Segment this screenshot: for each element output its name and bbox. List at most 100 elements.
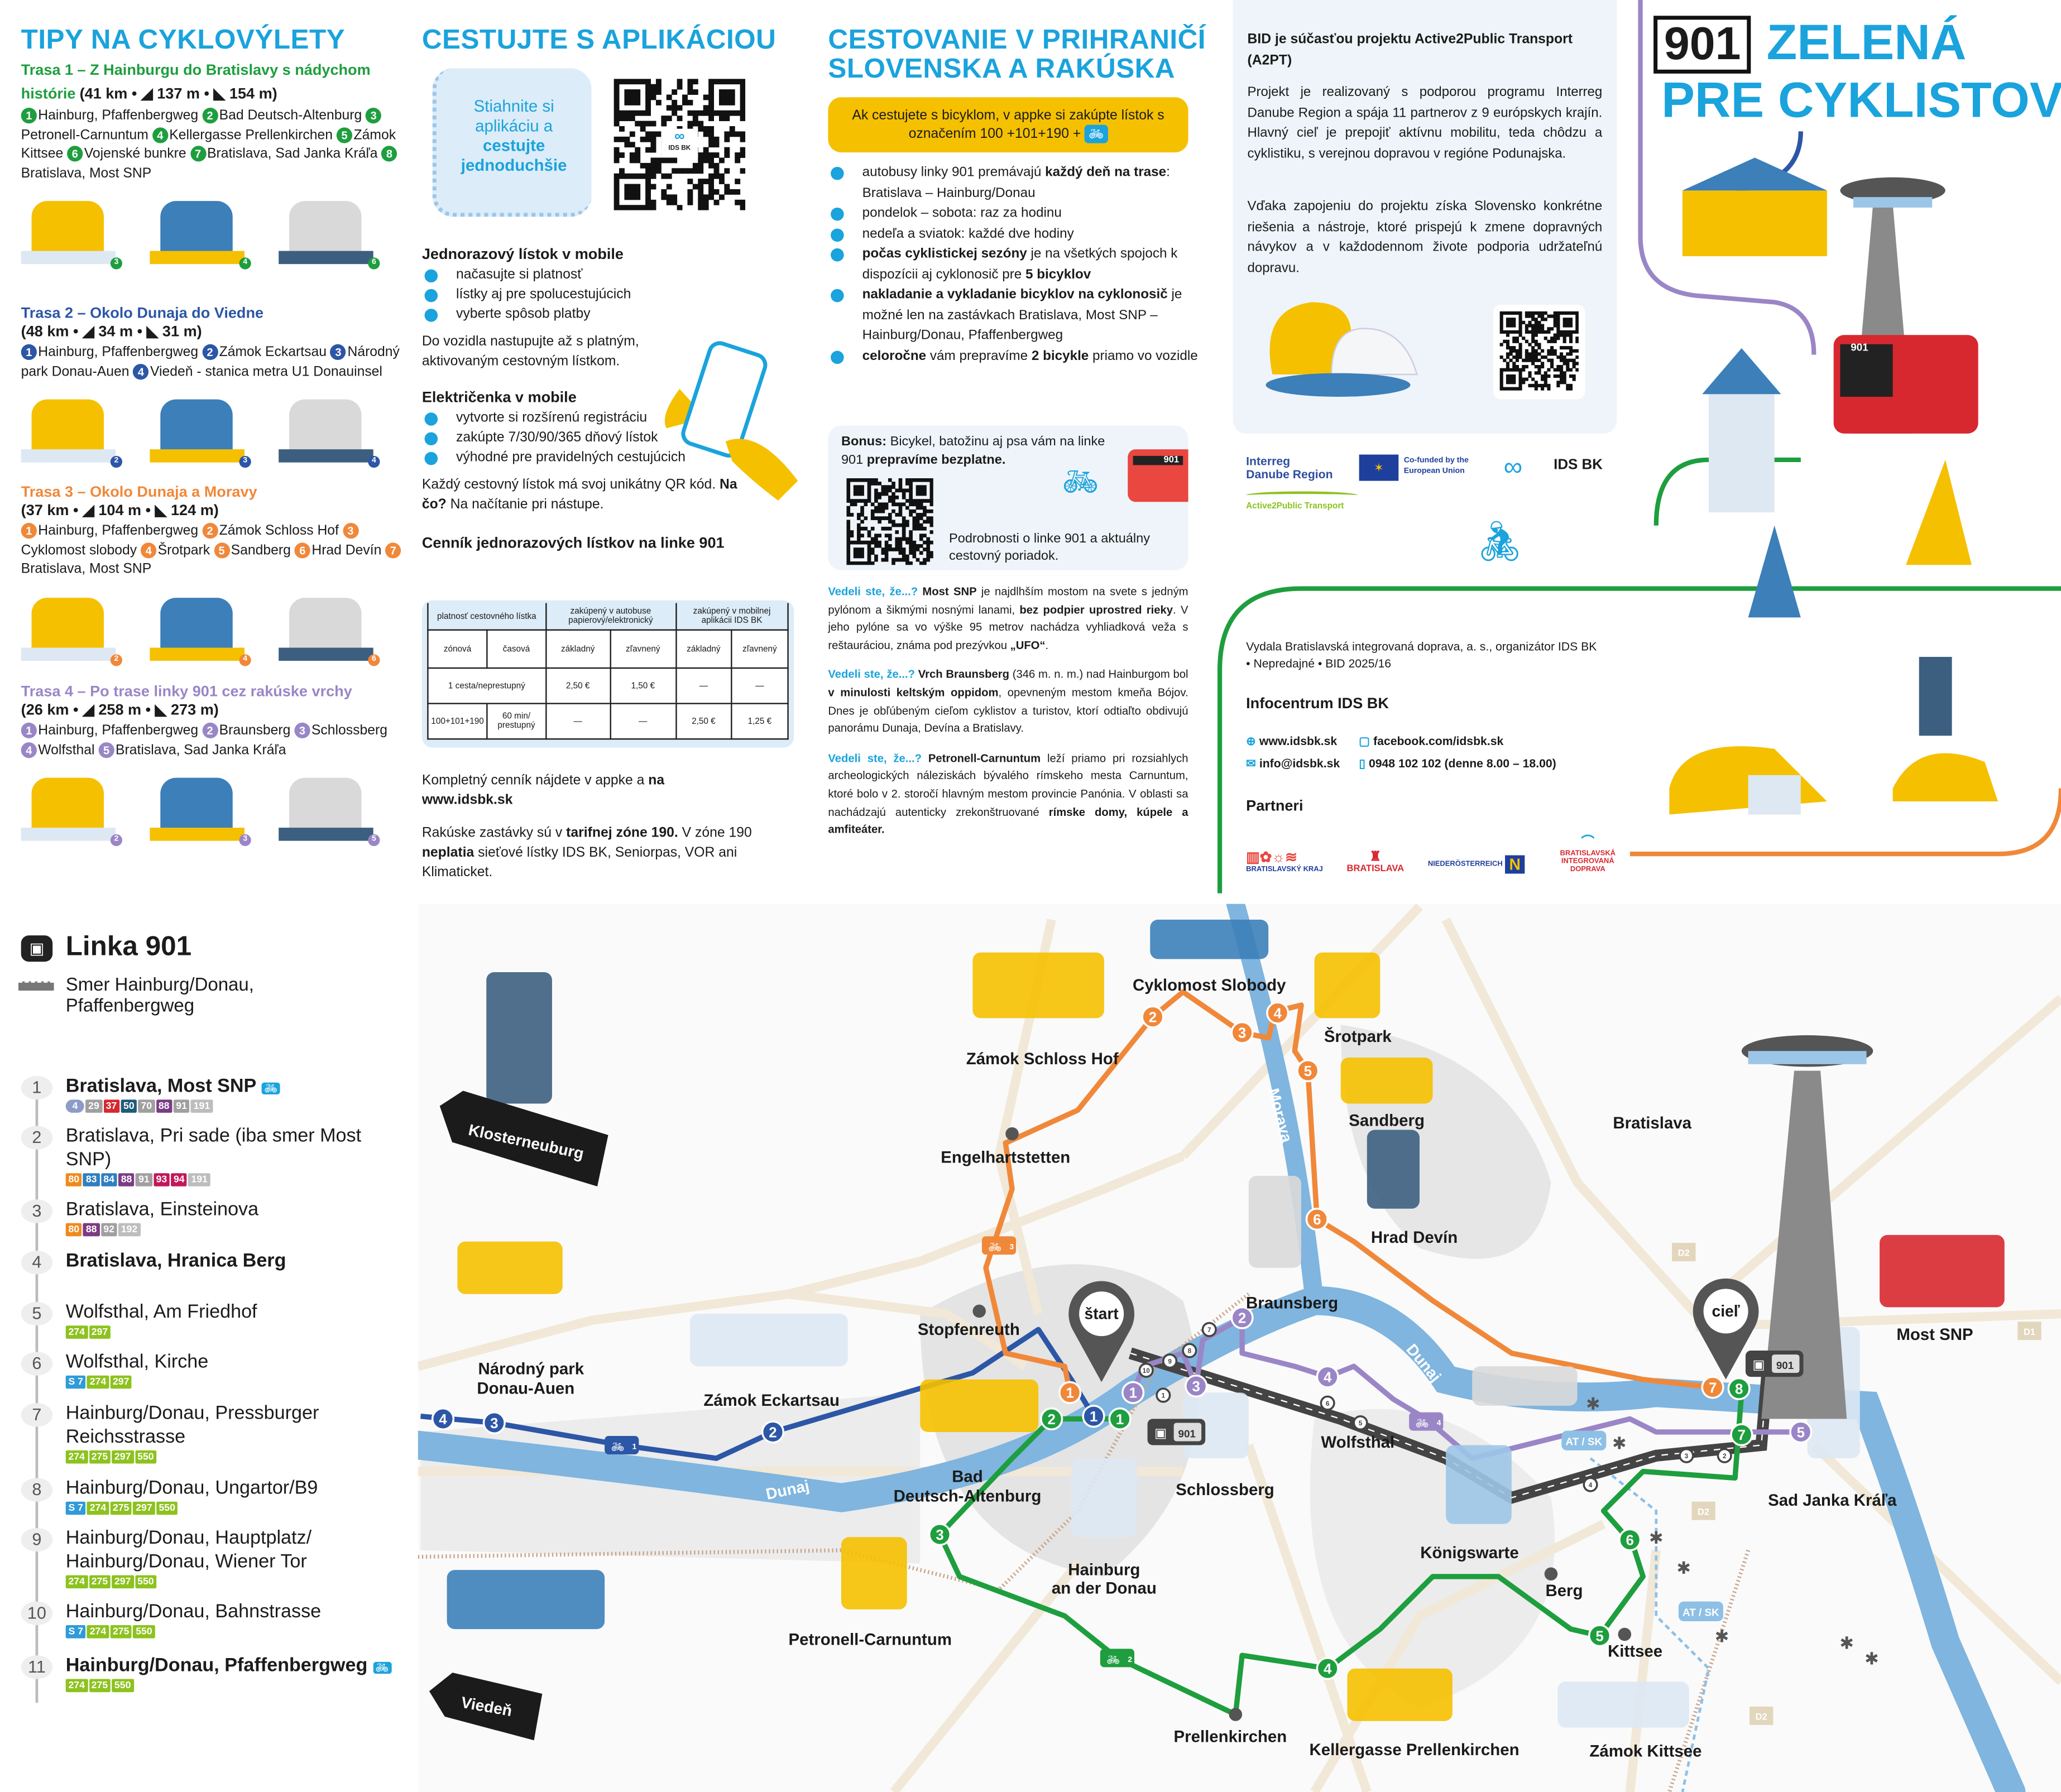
facebook-link[interactable]: facebook.com/idsbk.sk	[1373, 734, 1504, 748]
line-badge: 550	[135, 1450, 157, 1464]
place-label[interactable]: Petronell-Carnuntum	[789, 1630, 952, 1649]
phone-number[interactable]: 0948 102 102 (denne 8.00 – 18.00)	[1368, 756, 1556, 770]
bunker-pin-icon: ✱	[1586, 1395, 1600, 1414]
stop-item[interactable]: Bratislava, Hranica Berg	[66, 1250, 408, 1275]
place-label[interactable]: Schlossberg	[1176, 1481, 1274, 1499]
place-label[interactable]: Wolfsthal	[1321, 1433, 1394, 1452]
place-label[interactable]: an der Donau	[1052, 1579, 1157, 1598]
road	[1810, 1442, 2061, 1685]
qr-logo-text: IDS BK	[668, 144, 691, 153]
bike-route-4[interactable]	[1130, 1315, 1801, 1461]
tip-route-3: Trasa 3 – Okolo Dunaja a Moravy(37 km • …	[21, 483, 405, 668]
place-label[interactable]: Königswarte	[1420, 1544, 1518, 1562]
line-badge: 84	[100, 1173, 117, 1186]
email-link[interactable]: info@idsbk.sk	[1259, 756, 1340, 770]
interreg-text: Interreg	[1246, 454, 1291, 468]
place-label[interactable]: Cyklomost Slobody	[1133, 976, 1286, 995]
text: , opevneným mestom kmeňa Bójov. Dnes je …	[828, 685, 1188, 735]
place-label[interactable]: Donau-Auen	[477, 1380, 574, 1398]
boarding-note: Do vozidla nastupujte až s platným, akti…	[421, 333, 639, 369]
border-crossing-label: AT / SK	[1561, 1430, 1607, 1450]
bonus-box: Bonus: Bicykel, batožinu aj psa vám na l…	[828, 425, 1188, 570]
line-badge: 92	[100, 1223, 117, 1237]
full-price-link[interactable]: Kompletný cenník nájdete v appke a na ww…	[422, 771, 698, 811]
route-marker: 2	[761, 1420, 785, 1444]
place-label[interactable]: Prellenkirchen	[1174, 1728, 1287, 1746]
table-cell: —	[545, 703, 611, 740]
place-label[interactable]: Bratislava	[1613, 1114, 1691, 1132]
line-badge: 80	[65, 1173, 82, 1186]
website-link[interactable]: www.idsbk.sk	[1259, 734, 1338, 748]
place-label[interactable]: Sandberg	[1349, 1111, 1425, 1130]
place-label[interactable]: Bad	[952, 1467, 983, 1486]
stop-item[interactable]: Bratislava, Pri sade (iba smer Most SNP)…	[65, 1125, 408, 1186]
place-label[interactable]: Šrotpark	[1324, 1027, 1392, 1046]
place-label[interactable]: Berg	[1545, 1582, 1583, 1600]
route-marker: 4	[1316, 1365, 1339, 1389]
place-label[interactable]: Sad Janka Kráľa	[1768, 1491, 1897, 1510]
route-marker: 1	[1082, 1405, 1105, 1428]
place-label[interactable]: Kellergasse Prellenkirchen	[1310, 1741, 1520, 1759]
line-badge: 297	[88, 1325, 111, 1339]
town-dot	[972, 1304, 986, 1318]
table-cell: 1,50 €	[609, 667, 677, 704]
stop-number: 2	[21, 1126, 53, 1150]
place-label[interactable]: Hainburg	[1068, 1561, 1140, 1579]
stop-name: Bratislava, Most SNP	[65, 1076, 257, 1097]
place-label[interactable]: Zámok Eckartsau	[703, 1391, 840, 1410]
line-badge: 94	[171, 1173, 188, 1186]
place-label[interactable]: Engelhartstetten	[941, 1148, 1070, 1166]
bike-route-sign: 🚲︎3	[981, 1236, 1017, 1255]
illustration-number-badge: 6	[368, 257, 380, 270]
project-qr-code[interactable]	[1493, 305, 1585, 400]
place-label[interactable]: Stopfenreuth	[918, 1320, 1020, 1339]
route-title: Trasa 2 – Okolo Dunaja do Viedne	[21, 306, 264, 322]
bonus-qr-code[interactable]	[846, 478, 933, 565]
line-badge: 275	[110, 1501, 132, 1515]
place-label[interactable]: Národný park	[478, 1359, 584, 1378]
bold-text: Petronell-Carnuntum	[922, 751, 1041, 765]
line-badge: 37	[103, 1099, 119, 1113]
place-label[interactable]: Braunsberg	[1246, 1294, 1338, 1313]
bike-route-1[interactable]	[937, 1392, 1744, 1717]
stop-number-badge: 2	[202, 722, 218, 739]
route-marker-label: 3	[490, 1416, 498, 1431]
route-marker: 4	[1316, 1657, 1339, 1680]
place-label[interactable]: Zámok Kittsee	[1589, 1742, 1701, 1760]
landmark-illustration	[1472, 1366, 1578, 1406]
place-label[interactable]: Deutsch-Altenburg	[894, 1487, 1042, 1506]
line-badge: 70	[138, 1099, 155, 1113]
text: V zóne 190	[678, 825, 752, 841]
place-label[interactable]: Zámok Schloss Hof	[966, 1050, 1119, 1068]
start-pin[interactable]: štart	[1068, 1281, 1135, 1382]
line-badge: 274	[65, 1679, 88, 1693]
place-label[interactable]: Most SNP	[1896, 1325, 1973, 1344]
route-marker-label: 2	[1047, 1412, 1055, 1428]
route-marker-label: 2	[1723, 1453, 1727, 1460]
stop-item[interactable]: Hainburg/Donau, Pressburger Reichsstrass…	[65, 1402, 408, 1464]
finish-pin[interactable]: cieľ	[1693, 1278, 1759, 1380]
stop-name: Bad Deutsch-Altenburg	[219, 108, 362, 124]
place-label[interactable]: Kittsee	[1608, 1642, 1662, 1661]
app-qr-code[interactable]: ∞IDS BK	[613, 79, 746, 211]
illustration-number-badge: 2	[110, 834, 122, 847]
line-badge: 192	[118, 1223, 140, 1237]
single-ticket-title: Jednorazový lístok v mobile	[421, 247, 624, 263]
place-label[interactable]: Hrad Devín	[1371, 1228, 1458, 1247]
highway-label: D2	[1749, 1706, 1774, 1725]
stop-item[interactable]: Hainburg/Donau, Hauptplatz/ Hainburg/Don…	[65, 1526, 408, 1589]
bus-stop-sign: ▣901	[1147, 1419, 1206, 1445]
